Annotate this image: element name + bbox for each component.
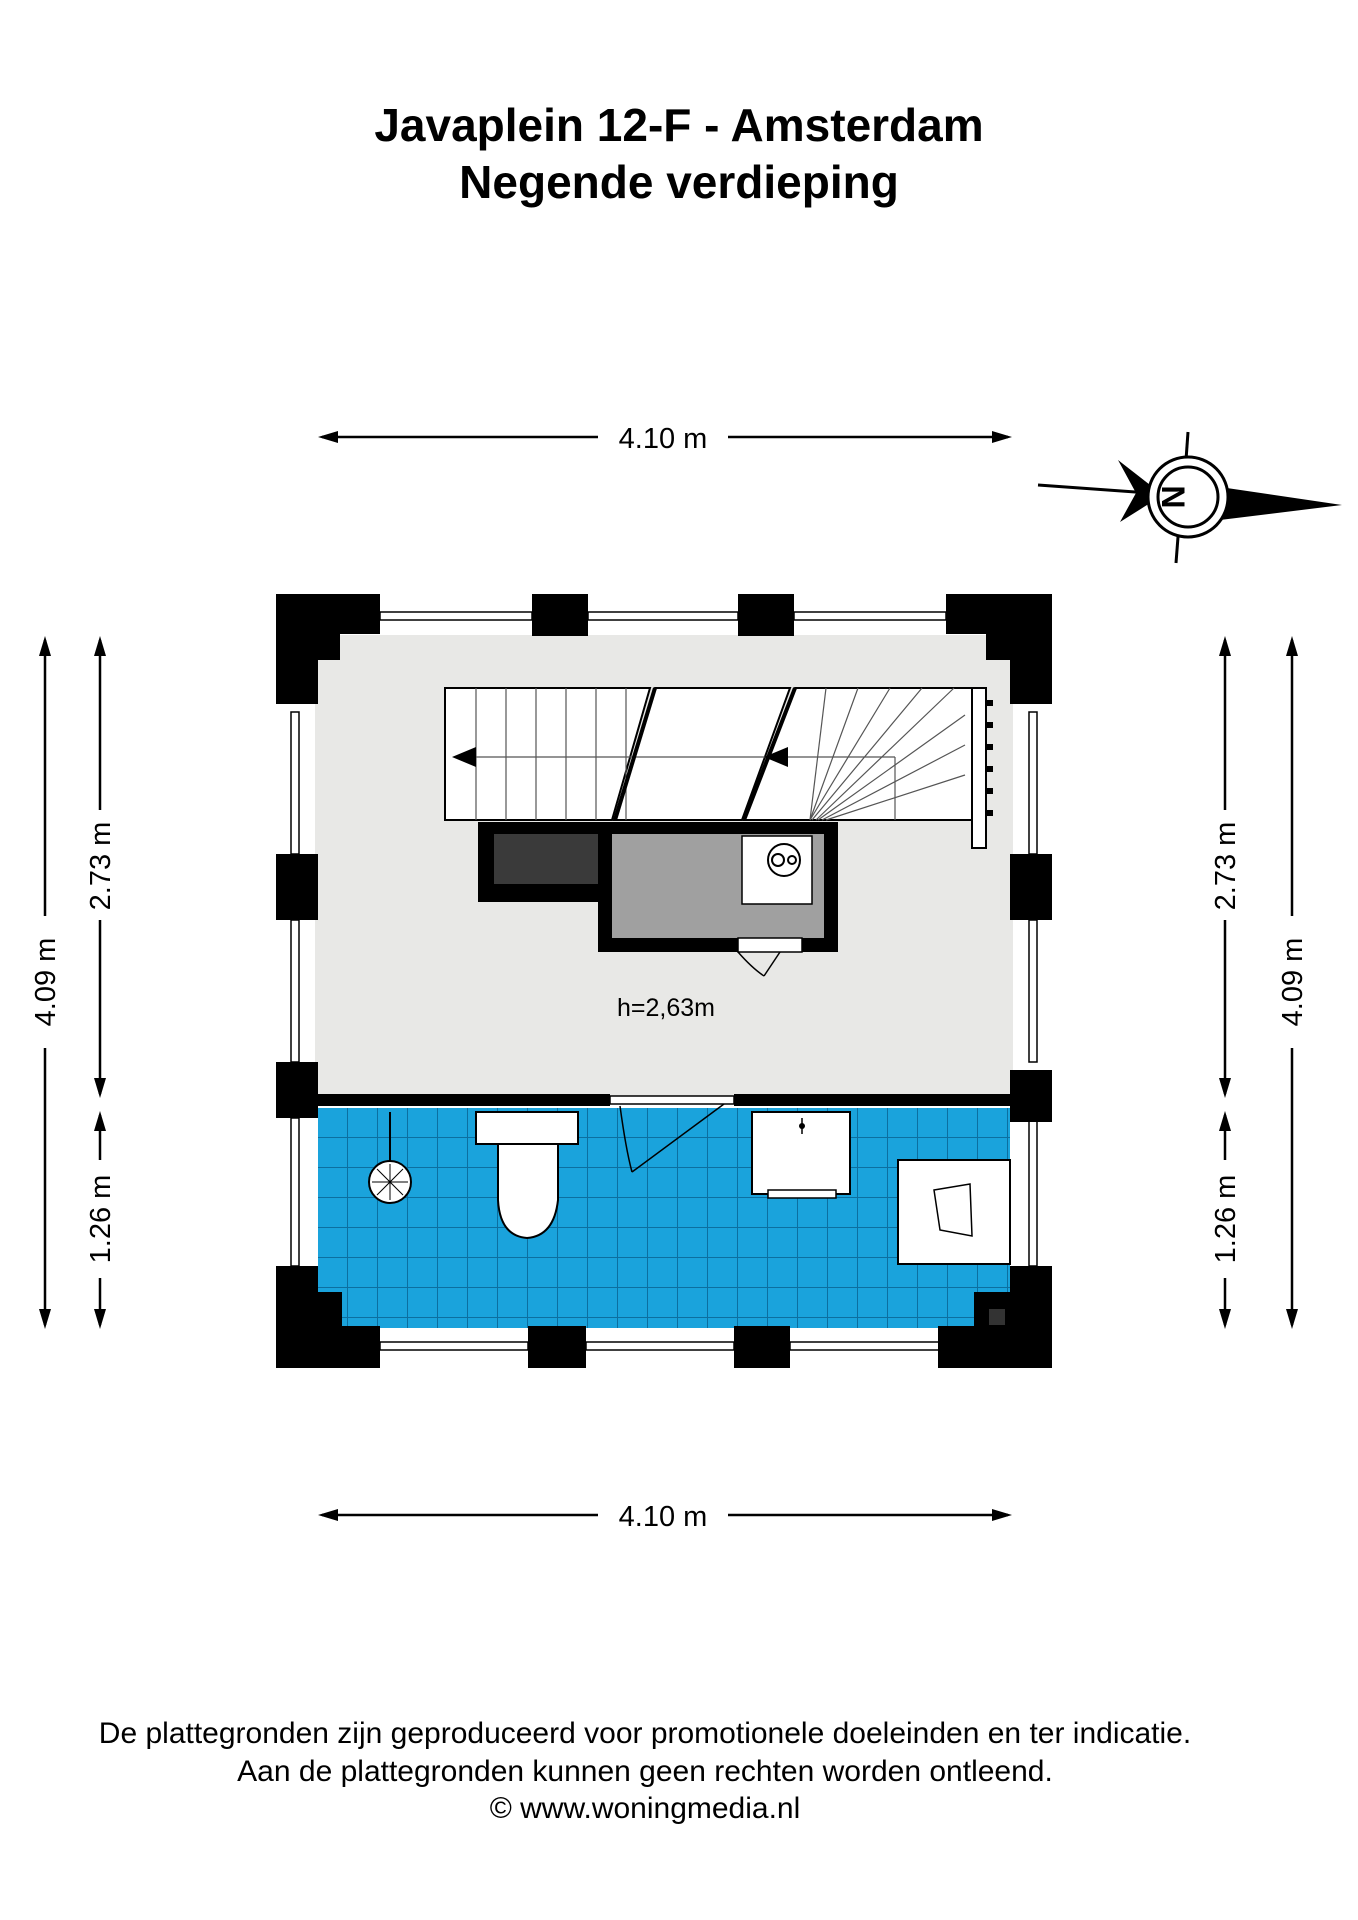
- copyright-link: © www.woningmedia.nl: [489, 1792, 801, 1825]
- closet-dark: [478, 822, 610, 902]
- dimension-width-top: 4.10 m: [318, 423, 1012, 455]
- disclaimer-line: De plattegronden zijn geproduceerd voor …: [98, 1717, 1192, 1750]
- compass-letter: N: [1155, 485, 1191, 508]
- floor-title: Negende verdieping: [459, 156, 899, 208]
- staircase: [444, 687, 993, 849]
- dimension-depth-lower-left: 1.26 m: [85, 1111, 117, 1329]
- ceiling-height: h=2,63m: [617, 994, 715, 1022]
- dimension-label: 1.26 m: [85, 1175, 117, 1264]
- dimension-label: 4.09 m: [30, 938, 62, 1027]
- dimension-label: 1.26 m: [1210, 1175, 1242, 1264]
- dimension-label: 2.73 m: [85, 822, 117, 911]
- dimension-label: 4.10 m: [619, 423, 708, 455]
- shower-icon: [368, 1112, 412, 1204]
- toilet-icon: [475, 1111, 579, 1240]
- washing-machine-icon: [897, 1159, 1011, 1265]
- dimension-width-bottom: 4.10 m: [318, 1501, 1012, 1533]
- utility-closet: [598, 822, 838, 977]
- dimension-label: 4.10 m: [619, 1501, 708, 1533]
- north-arrow-icon: N: [1037, 431, 1342, 564]
- dimension-depth-total-right: 4.09 m: [1277, 636, 1309, 1329]
- bathroom-floor: [318, 1108, 1010, 1328]
- dimension-depth-upper-left: 2.73 m: [85, 636, 117, 1098]
- sink-icon: [751, 1111, 851, 1199]
- disclaimer-line: Aan de plattegronden kunnen geen rechten…: [237, 1755, 1053, 1788]
- dimension-depth-total-left: 4.09 m: [30, 636, 62, 1329]
- dimension-label: 4.09 m: [1277, 938, 1309, 1027]
- dimension-label: 2.73 m: [1210, 822, 1242, 911]
- bathroom-door: [609, 1095, 735, 1173]
- dimension-depth-lower-right: 1.26 m: [1210, 1111, 1242, 1329]
- page-title: Javaplein 12-F - Amsterdam: [374, 99, 984, 151]
- shaft: [989, 1309, 1005, 1325]
- dimension-depth-upper-right: 2.73 m: [1210, 636, 1242, 1098]
